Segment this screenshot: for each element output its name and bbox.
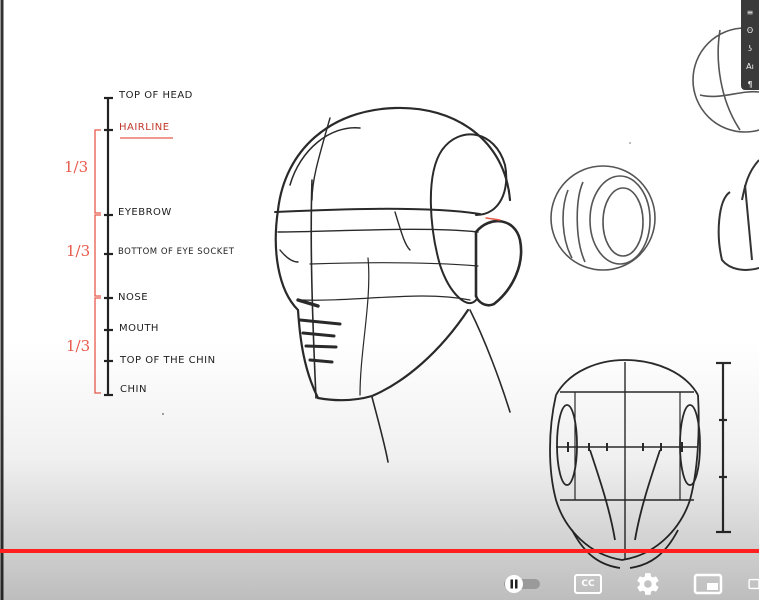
three-quarter-head <box>274 106 523 463</box>
theater-mode-icon <box>748 578 759 590</box>
settings-gear-icon <box>637 573 659 595</box>
toolbar-button[interactable]: ʖ <box>747 44 753 53</box>
captions-icon: CC <box>574 574 602 594</box>
toolbar-button[interactable]: ¶ <box>747 80 753 89</box>
front-view-head <box>549 359 701 569</box>
label-bottom-of-eye-socket: BOTTOM OF EYE SOCKET <box>118 247 235 257</box>
right-scale-ruler <box>716 361 731 534</box>
annotation-toolbar: ≡ ʘ ʖ Aı ¶ <box>741 0 759 90</box>
autoplay-toggle[interactable] <box>500 568 544 600</box>
settings-button[interactable] <box>630 568 666 600</box>
progress-fill <box>0 549 759 553</box>
label-chin: CHIN <box>120 384 147 395</box>
toolbar-button[interactable]: ≡ <box>746 8 754 17</box>
third-fraction: 1/3 <box>66 242 91 260</box>
captions-button[interactable]: CC <box>570 568 606 600</box>
partial-head-study <box>717 159 759 271</box>
third-fraction: 1/3 <box>64 158 89 176</box>
label-hairline: HAIRLINE <box>119 122 170 133</box>
theater-mode-button[interactable] <box>748 568 759 600</box>
label-top-of-the-chin: TOP OF THE CHIN <box>120 355 216 366</box>
proportion-ruler <box>104 96 113 397</box>
cylinder-study <box>550 165 656 271</box>
miniplayer-button[interactable] <box>690 568 726 600</box>
miniplayer-icon <box>693 573 723 595</box>
third-fraction: 1/3 <box>66 337 91 355</box>
label-nose: NOSE <box>118 292 149 303</box>
autoplay-toggle-icon <box>504 575 540 593</box>
label-mouth: MOUTH <box>119 323 159 334</box>
toolbar-button[interactable]: ʘ <box>746 26 754 35</box>
thirds-brackets <box>94 129 101 394</box>
progress-bar[interactable] <box>0 549 759 553</box>
toolbar-button[interactable]: Aı <box>746 62 754 71</box>
label-top-of-head: TOP OF HEAD <box>119 90 193 101</box>
label-eyebrow: EYEBROW <box>118 207 172 218</box>
